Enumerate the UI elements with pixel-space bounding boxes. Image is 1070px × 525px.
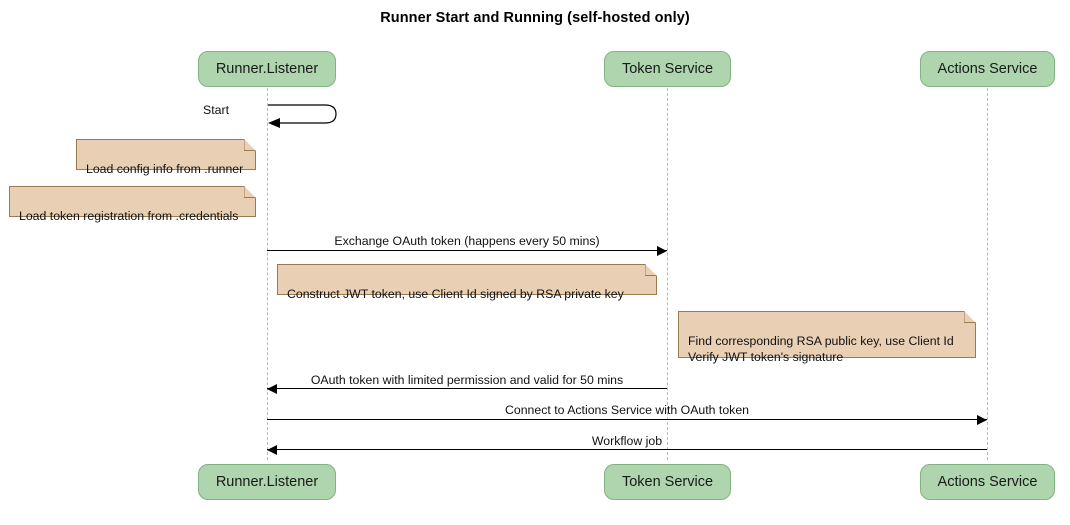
note-fold-mask (645, 264, 657, 276)
note-load-token-registration: Load token registration from .credential… (9, 186, 256, 223)
message-label-start: Start (203, 103, 229, 117)
arrowhead-left-icon (267, 383, 277, 394)
message-label-connect-to-actions-service: Connect to Actions Service with OAuth to… (504, 403, 750, 417)
note-text: Load token registration from .credential… (19, 209, 239, 223)
self-message-start-loop (267, 101, 347, 131)
note-text: Load config info from .runner (86, 162, 244, 176)
message-line-connect-to-actions-service (267, 419, 987, 420)
participant-label: Token Service (621, 474, 714, 490)
note-construct-jwt-token: Construct JWT token, use Client Id signe… (277, 264, 657, 301)
participant-footer-runner-listener[interactable]: Runner.Listener (198, 464, 336, 500)
note-text: Construct JWT token, use Client Id signe… (287, 287, 624, 301)
participant-label: Runner.Listener (215, 474, 319, 490)
arrowhead-right-icon (657, 245, 667, 256)
participant-header-token-service[interactable]: Token Service (604, 51, 731, 87)
page-title: Runner Start and Running (self-hosted on… (380, 10, 690, 26)
note-fold-mask (244, 139, 256, 151)
note-load-config-info: Load config info from .runner (76, 139, 256, 176)
lifeline-runner-listener (267, 88, 268, 460)
participant-label: Actions Service (937, 474, 1038, 490)
lifeline-actions-service (987, 88, 988, 460)
message-line-exchange-oauth-token (267, 250, 667, 251)
lifeline-token-service (667, 88, 668, 460)
arrowhead-left-icon (267, 444, 277, 455)
participant-header-actions-service[interactable]: Actions Service (920, 51, 1055, 87)
participant-label: Runner.Listener (215, 61, 319, 77)
participant-label: Actions Service (937, 61, 1038, 77)
note-fold-mask (964, 311, 976, 323)
participant-footer-token-service[interactable]: Token Service (604, 464, 731, 500)
participant-footer-actions-service[interactable]: Actions Service (920, 464, 1055, 500)
participant-header-runner-listener[interactable]: Runner.Listener (198, 51, 336, 87)
message-line-oauth-token-reply (267, 388, 667, 389)
note-fold-mask (244, 186, 256, 198)
arrowhead-right-icon (977, 414, 987, 425)
note-text: Find corresponding RSA public key, use C… (688, 334, 954, 364)
note-verify-jwt-signature: Find corresponding RSA public key, use C… (678, 311, 976, 364)
message-label-oauth-token-reply: OAuth token with limited permission and … (310, 373, 624, 387)
message-label-workflow-job: Workflow job (591, 434, 663, 448)
participant-label: Token Service (621, 61, 714, 77)
message-label-exchange-oauth-token: Exchange OAuth token (happens every 50 m… (334, 234, 600, 248)
message-line-workflow-job (267, 449, 987, 450)
